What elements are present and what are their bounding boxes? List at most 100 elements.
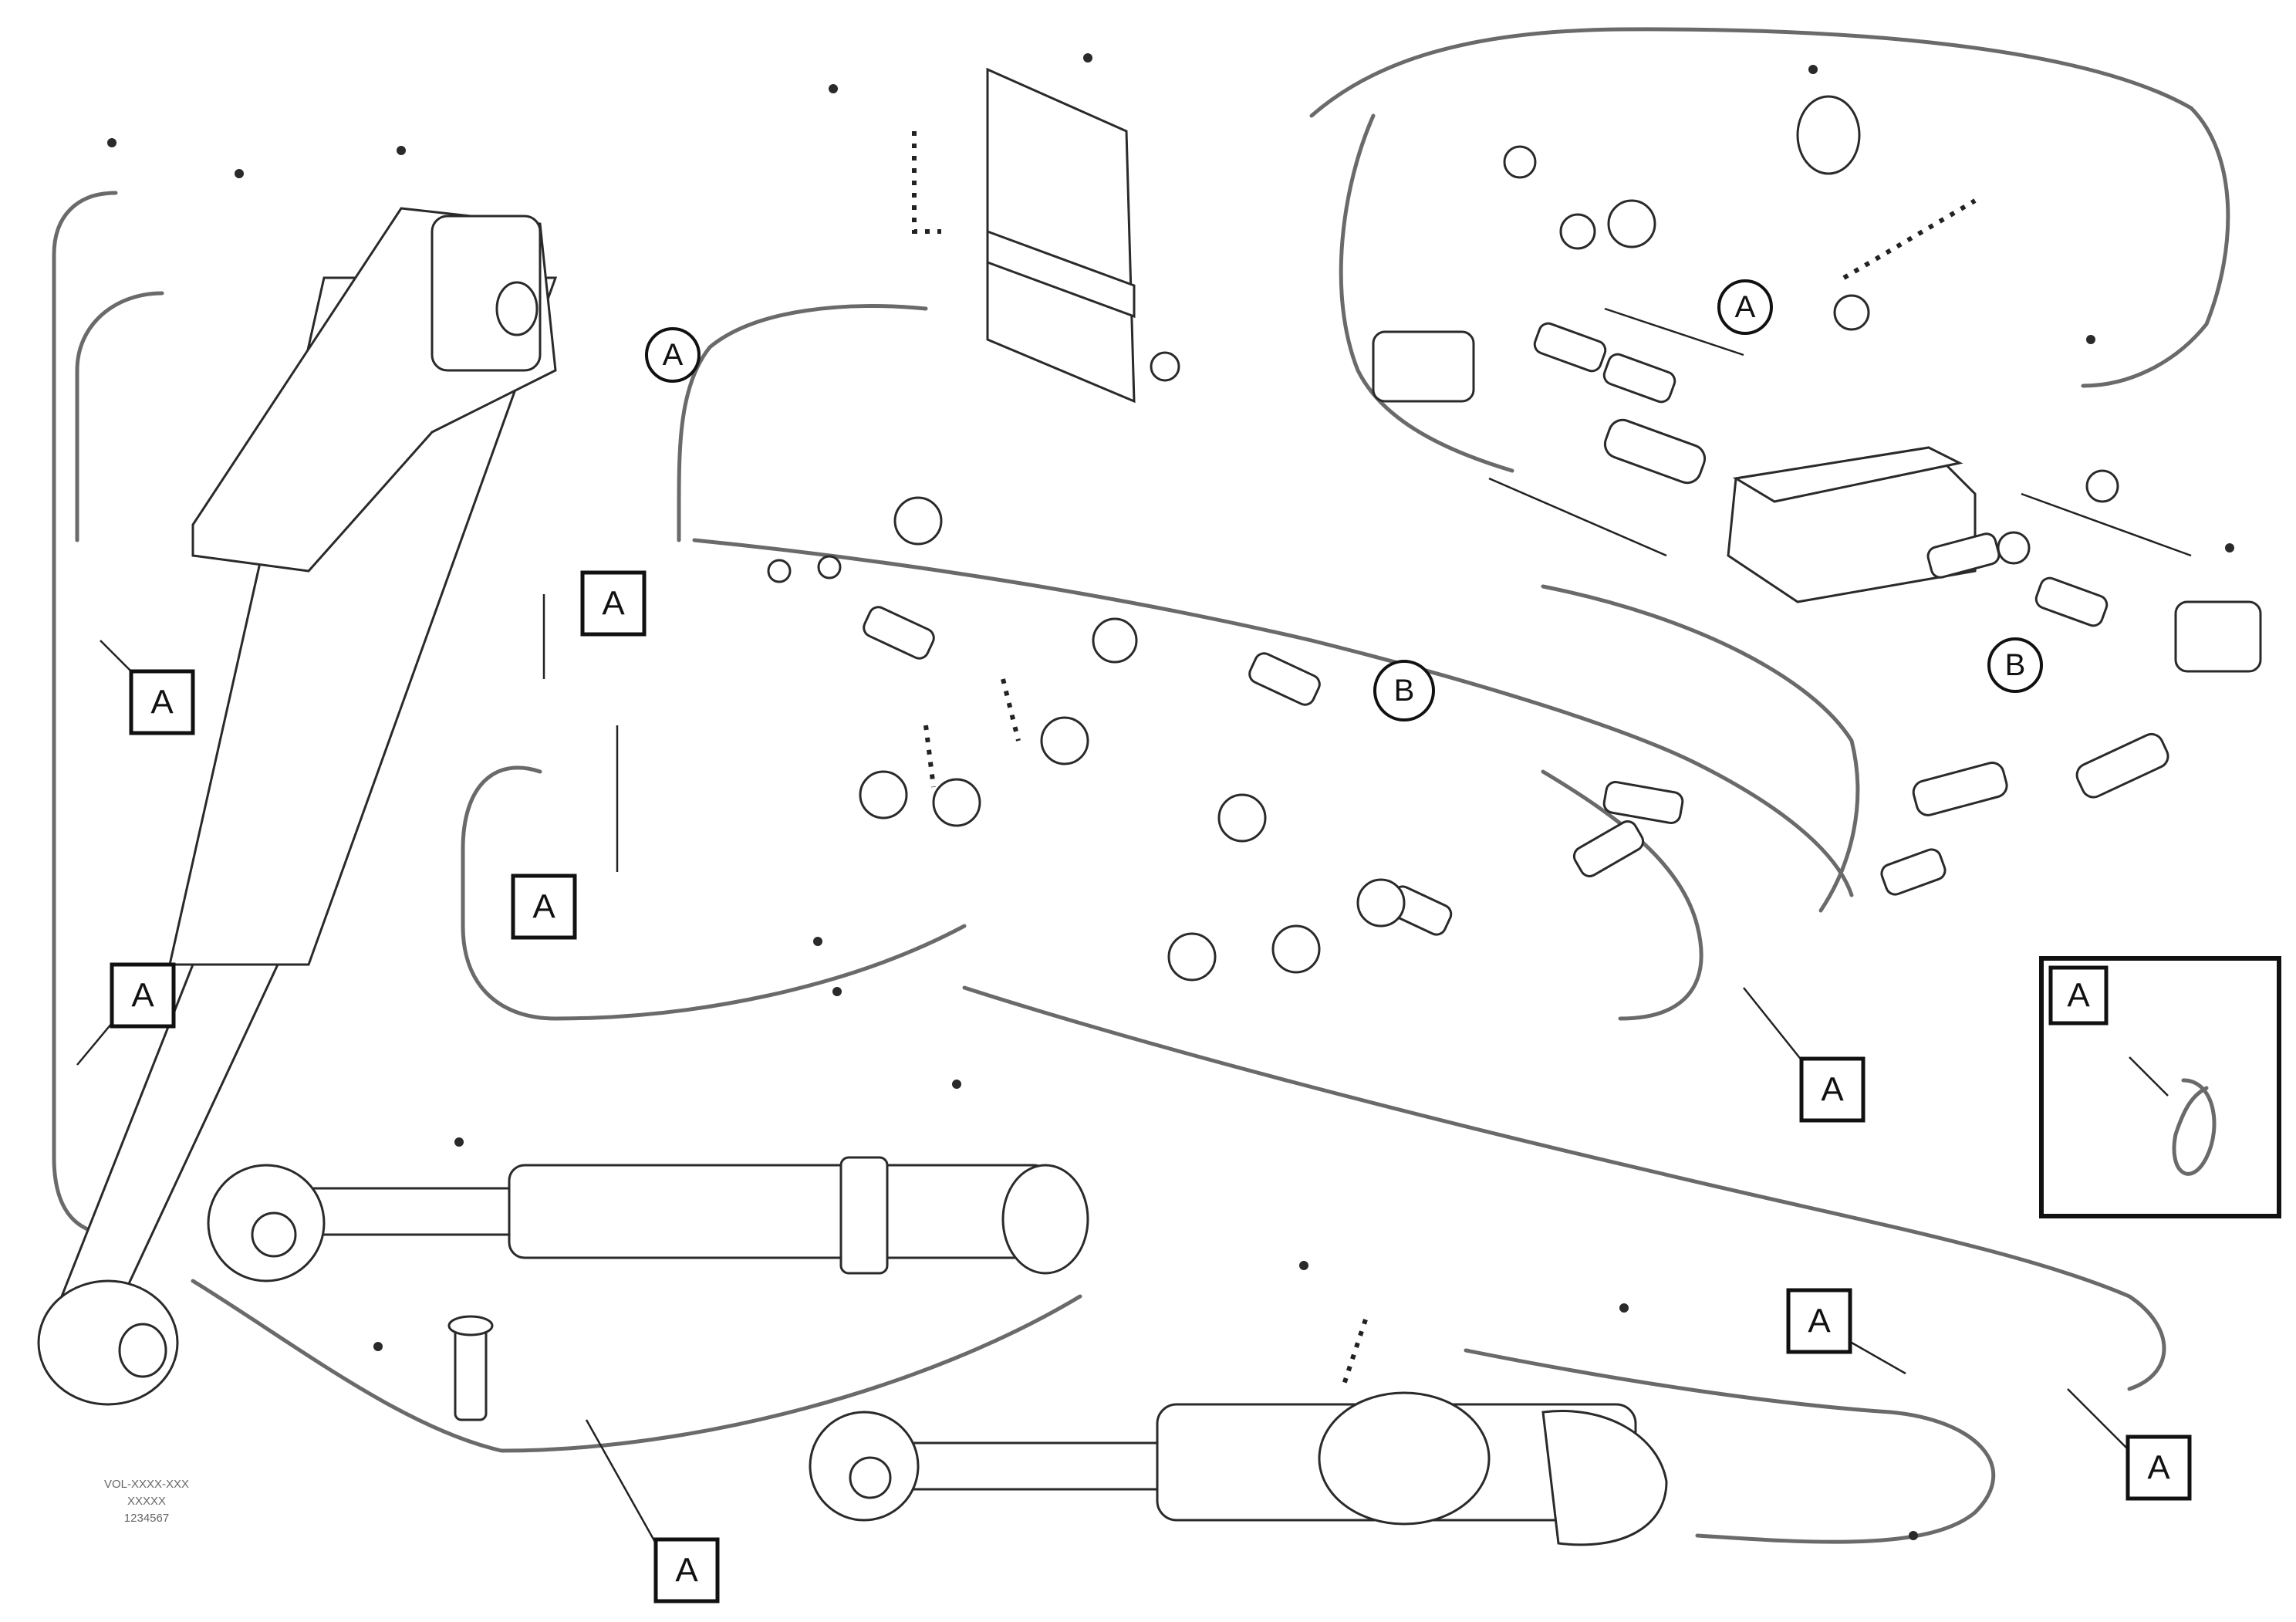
svg-text:A: A bbox=[675, 1552, 698, 1590]
lower-cylinder-2-valve bbox=[1318, 1391, 1491, 1526]
lower-cylinder-1-clamp bbox=[839, 1156, 889, 1275]
fitting-round bbox=[1167, 932, 1217, 982]
fitting-round bbox=[1833, 294, 1870, 331]
part-number-marker bbox=[1909, 1531, 1918, 1540]
fitting-round bbox=[1092, 617, 1138, 664]
fitting-round bbox=[1356, 878, 1406, 928]
left-cylinder bbox=[37, 207, 558, 1406]
fitting bbox=[2034, 576, 2109, 627]
svg-text:A: A bbox=[1821, 1071, 1844, 1109]
hose-center-long bbox=[692, 538, 1854, 897]
fitting-round bbox=[1040, 716, 1089, 765]
dashed-line bbox=[912, 131, 941, 234]
pin-part bbox=[447, 1315, 494, 1421]
part-number-marker bbox=[454, 1137, 464, 1147]
hose-bottom-loop bbox=[191, 1279, 1082, 1453]
lower-cylinder-1-end bbox=[1001, 1164, 1089, 1275]
svg-text:A: A bbox=[1735, 290, 1756, 324]
fitting-round bbox=[1607, 199, 1656, 248]
right-plug bbox=[2174, 600, 2262, 673]
svg-text:A: A bbox=[663, 338, 684, 372]
left-plug bbox=[1372, 330, 1475, 403]
reference-line-3: 1234567 bbox=[124, 1512, 169, 1525]
mounting-bracket bbox=[986, 67, 1180, 404]
fitting bbox=[1602, 781, 1684, 824]
dashed-line bbox=[1001, 678, 1021, 742]
reference-line-2: XXXXX bbox=[127, 1495, 166, 1508]
part-number-marker bbox=[1083, 53, 1092, 63]
hose-right-lower bbox=[1541, 769, 1703, 1021]
callout-box-a: A bbox=[110, 962, 176, 1029]
part-number-marker bbox=[397, 146, 406, 155]
lower-cylinder-1-eye-hole bbox=[251, 1211, 297, 1258]
part-number-marker bbox=[107, 138, 116, 147]
fitting bbox=[1912, 762, 2008, 816]
pin-head bbox=[447, 1315, 494, 1336]
bracket-flange bbox=[986, 229, 1136, 319]
fitting-round bbox=[859, 770, 908, 819]
callout-box-a: A bbox=[653, 1537, 720, 1603]
part-number-marker bbox=[1619, 1303, 1629, 1313]
callout-box-a: A bbox=[129, 669, 195, 735]
svg-text:A: A bbox=[532, 888, 555, 926]
svg-text:A: A bbox=[150, 684, 174, 721]
callout-circle-a: A bbox=[1717, 279, 1773, 335]
lower-cylinder-2-rod bbox=[878, 1441, 1159, 1491]
svg-text:A: A bbox=[602, 585, 625, 623]
fitting bbox=[1926, 532, 2001, 579]
fitting bbox=[1572, 820, 1645, 877]
callout-circle-b: B bbox=[1373, 660, 1435, 721]
fitting-round bbox=[817, 555, 842, 580]
hose-top-loop bbox=[1309, 27, 2230, 388]
callout-box-a: A bbox=[2125, 1434, 2192, 1501]
dashed-line bbox=[923, 725, 936, 788]
hose-right-return bbox=[1339, 113, 1514, 473]
drawing-reference: VOL-XXXX-XXX XXXXX 1234567 bbox=[104, 1478, 189, 1525]
part-number-marker bbox=[373, 1342, 383, 1351]
part-number-marker bbox=[2086, 335, 2095, 344]
reference-line-1: VOL-XXXX-XXX bbox=[104, 1478, 189, 1491]
left-valve-port bbox=[495, 281, 539, 336]
part-number-marker bbox=[235, 169, 244, 178]
svg-text:A: A bbox=[2067, 977, 2090, 1015]
fitting-round bbox=[893, 496, 943, 546]
bracket-plate bbox=[986, 67, 1136, 404]
callout-circle-a: A bbox=[645, 327, 701, 383]
callout-circle-b: B bbox=[1987, 637, 2043, 693]
svg-text:B: B bbox=[2005, 648, 2026, 682]
dashed-line bbox=[1340, 1319, 1368, 1390]
valve-block-top bbox=[1732, 446, 1963, 503]
fitting bbox=[863, 606, 935, 660]
svg-text:A: A bbox=[2147, 1449, 2170, 1487]
fitting bbox=[1603, 418, 1707, 485]
part-markers bbox=[107, 53, 2234, 1540]
lower-cylinder-1-barrel bbox=[508, 1164, 1051, 1259]
fitting bbox=[1533, 322, 1607, 373]
fitting-round bbox=[1997, 531, 2031, 565]
fitting-round bbox=[1217, 793, 1267, 843]
fitting-round bbox=[932, 778, 981, 827]
svg-text:B: B bbox=[1394, 674, 1415, 708]
fitting-round bbox=[2085, 469, 2119, 503]
hose-long-diagonal bbox=[962, 985, 2166, 1391]
fitting bbox=[1880, 848, 1947, 896]
pin-body bbox=[454, 1326, 488, 1421]
part-number-marker bbox=[2225, 543, 2234, 552]
lower-cylinder-2-eye-hole bbox=[849, 1456, 892, 1499]
control-lines bbox=[912, 131, 1977, 1390]
fitting-round bbox=[1271, 924, 1321, 974]
fitting-round bbox=[1559, 213, 1596, 250]
part-number-marker bbox=[1299, 1261, 1308, 1270]
lower-cylinder-2 bbox=[809, 1391, 1668, 1546]
left-cylinder-eye-hole bbox=[118, 1323, 167, 1378]
detail-hose-clip bbox=[2172, 1078, 2217, 1176]
svg-text:A: A bbox=[1808, 1303, 1831, 1340]
manifold-fitting bbox=[1796, 95, 1861, 175]
callout-box-a: A bbox=[1799, 1056, 1866, 1123]
part-number-marker bbox=[829, 84, 838, 93]
fitting-round bbox=[767, 559, 792, 583]
fittings bbox=[767, 145, 2169, 982]
right-valve-block bbox=[1372, 95, 2262, 673]
hose-left-inner bbox=[75, 291, 164, 542]
